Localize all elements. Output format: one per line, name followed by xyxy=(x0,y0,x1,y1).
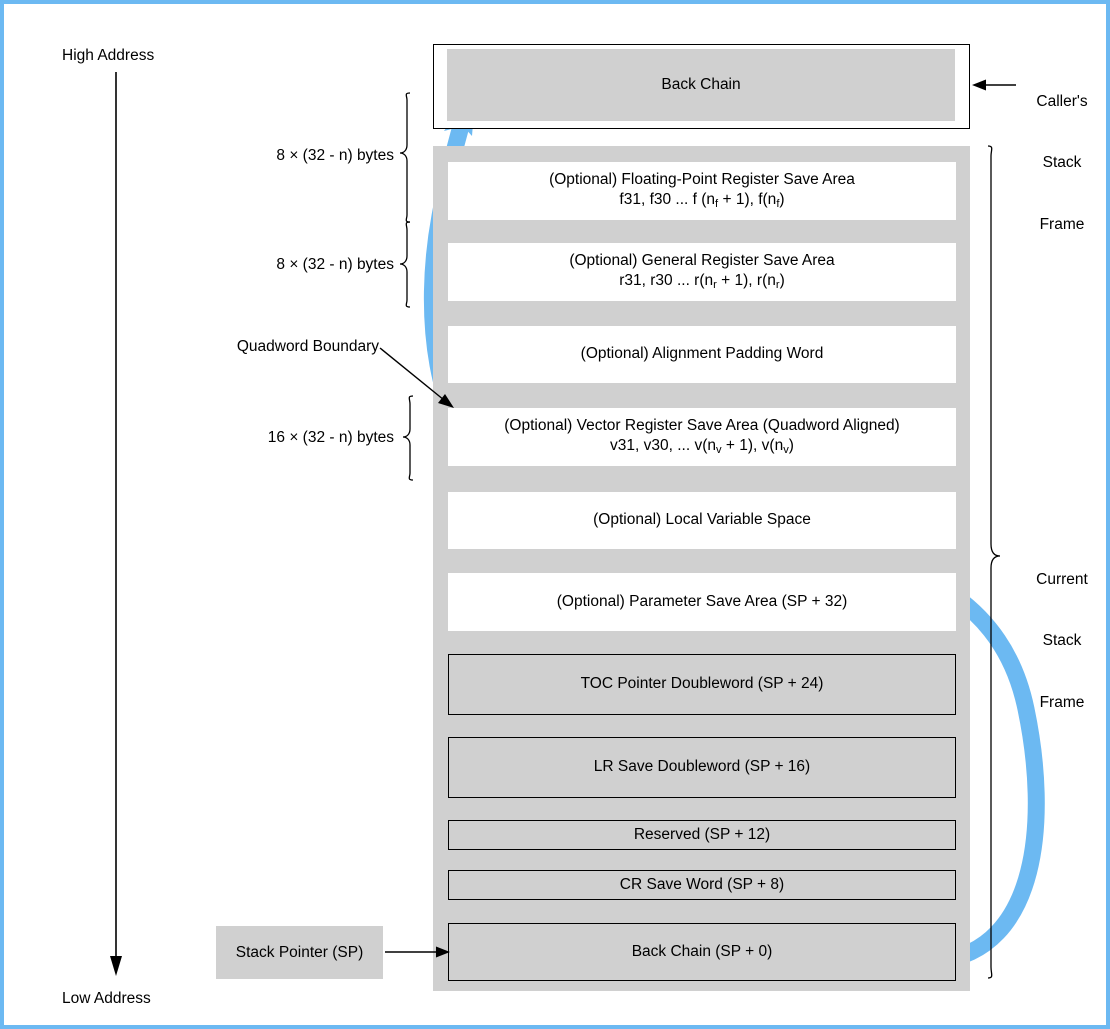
annotation-gpr-size: 8 × (32 - n) bytes xyxy=(276,256,394,273)
current-frame-line3: Frame xyxy=(1039,693,1085,711)
callers-frame-leader-arrow xyxy=(972,79,1016,91)
callers-frame-line1: Caller's xyxy=(1036,92,1088,110)
slot-lr-save: LR Save Doubleword (SP + 16) xyxy=(448,737,956,798)
slot-alignment-padding-line1: (Optional) Alignment Padding Word xyxy=(580,345,824,363)
stack-pointer-label: Stack Pointer (SP) xyxy=(235,943,364,961)
annotation-callers-stack-frame: Caller's Stack Frame xyxy=(1022,51,1102,276)
current-frame-line2: Stack xyxy=(1042,632,1082,650)
callers-frame-line2: Stack xyxy=(1042,154,1082,172)
slot-cr-save: CR Save Word (SP + 8) xyxy=(448,870,956,900)
slot-reserved-line1: Reserved (SP + 12) xyxy=(633,825,771,843)
slot-cr-save-line1: CR Save Word (SP + 8) xyxy=(619,875,785,893)
annotation-current-stack-frame: Current Stack Frame xyxy=(1022,529,1102,754)
slot-toc-pointer: TOC Pointer Doubleword (SP + 24) xyxy=(448,654,956,715)
slot-gpr-save-line1: (Optional) General Register Save Area xyxy=(569,251,835,269)
slot-lr-save-line1: LR Save Doubleword (SP + 16) xyxy=(593,758,811,776)
callers-frame-line3: Frame xyxy=(1039,215,1085,233)
slot-parameter-save-area-line1: (Optional) Parameter Save Area (SP + 32) xyxy=(556,592,848,610)
callers-back-chain-label: Back Chain xyxy=(661,76,741,93)
brace-fpr-size xyxy=(399,92,411,223)
brace-gpr-size xyxy=(399,221,411,308)
low-address-label: Low Address xyxy=(62,990,151,1007)
slot-local-variable-space: (Optional) Local Variable Space xyxy=(448,492,956,549)
slot-reserved: Reserved (SP + 12) xyxy=(448,820,956,850)
slot-fpr-save: (Optional) Floating-Point Register Save … xyxy=(448,162,956,220)
slot-gpr-save-line2: r31, r30 ... r(nr + 1), r(nr) xyxy=(619,272,785,292)
current-frame-line1: Current xyxy=(1036,570,1088,588)
slot-vector-register-save-line2: v31, v30, ... v(nv + 1), v(nv) xyxy=(610,437,794,457)
address-direction-arrow xyxy=(110,72,122,976)
slot-vector-register-save: (Optional) Vector Register Save Area (Qu… xyxy=(448,408,956,466)
slot-parameter-save-area: (Optional) Parameter Save Area (SP + 32) xyxy=(448,573,956,631)
slot-local-variable-space-line1: (Optional) Local Variable Space xyxy=(593,511,811,529)
high-address-label: High Address xyxy=(62,47,155,64)
slot-toc-pointer-line1: TOC Pointer Doubleword (SP + 24) xyxy=(580,675,824,693)
callers-back-chain-slot: Back Chain xyxy=(447,49,955,121)
slot-alignment-padding: (Optional) Alignment Padding Word xyxy=(448,326,956,383)
slot-back-chain-line1: Back Chain (SP + 0) xyxy=(631,942,773,960)
slot-fpr-save-line1: (Optional) Floating-Point Register Save … xyxy=(549,170,855,188)
slot-back-chain: Back Chain (SP + 0) xyxy=(448,923,956,981)
stack-pointer-box: Stack Pointer (SP) xyxy=(216,926,383,979)
annotation-vr-size: 16 × (32 - n) bytes xyxy=(267,429,394,446)
annotation-fpr-size: 8 × (32 - n) bytes xyxy=(276,147,394,164)
annotation-quadword-boundary: Quadword Boundary xyxy=(236,338,379,355)
brace-current-stack-frame xyxy=(987,145,1001,979)
brace-vr-size xyxy=(402,395,414,481)
slot-gpr-save: (Optional) General Register Save Area r3… xyxy=(448,243,956,301)
slot-vector-register-save-line1: (Optional) Vector Register Save Area (Qu… xyxy=(504,416,900,434)
slot-fpr-save-line2: f31, f30 ... f (nf + 1), f(nf) xyxy=(619,191,785,211)
